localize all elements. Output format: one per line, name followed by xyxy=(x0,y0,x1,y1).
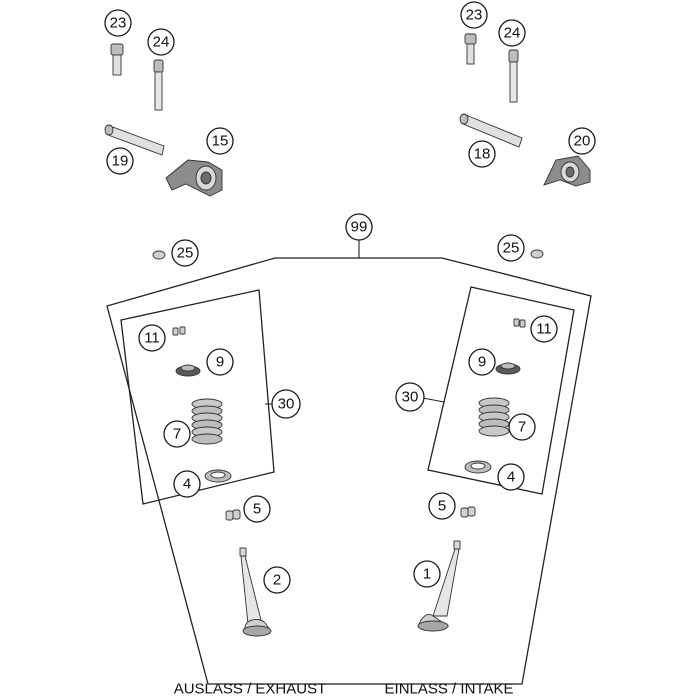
callout-19: 19 xyxy=(106,147,134,175)
callout-30-right: 30 xyxy=(395,382,425,412)
spring-retainer-part-right xyxy=(495,362,521,375)
svg-text:18: 18 xyxy=(474,146,491,163)
svg-text:23: 23 xyxy=(110,15,127,32)
intake-valve-part xyxy=(417,540,461,632)
subassembly-30-frame-right xyxy=(427,286,575,495)
callout-15: 15 xyxy=(206,127,234,155)
callout-7-left: 7 xyxy=(163,420,191,448)
svg-text:4: 4 xyxy=(507,469,515,486)
callout-24-right: 24 xyxy=(498,19,526,47)
callout-18: 18 xyxy=(468,140,496,168)
svg-text:9: 9 xyxy=(478,354,486,371)
svg-text:2: 2 xyxy=(273,572,281,589)
svg-text:25: 25 xyxy=(177,245,194,262)
svg-text:9: 9 xyxy=(216,354,224,371)
rocker-arm-part-right xyxy=(543,155,591,187)
pin-part-left xyxy=(153,59,164,111)
pin-part-right xyxy=(508,49,519,103)
callout-9-right: 9 xyxy=(468,348,496,376)
shim-part-left xyxy=(152,250,166,260)
valve-spring-part-left xyxy=(191,398,223,445)
svg-text:24: 24 xyxy=(504,25,521,42)
rocker-shaft-part-right xyxy=(459,113,523,148)
assembly-99-frame xyxy=(106,257,592,685)
svg-text:30: 30 xyxy=(402,389,419,406)
svg-text:5: 5 xyxy=(438,498,446,515)
callout-4-right: 4 xyxy=(497,463,525,491)
caption-intake: EINLASS / INTAKE xyxy=(385,681,514,698)
spring-retainer-part-left xyxy=(175,364,201,377)
valve-keeper-part-right xyxy=(513,318,526,328)
rocker-arm-part-left xyxy=(165,159,223,197)
callout-9-left: 9 xyxy=(206,348,234,376)
svg-text:24: 24 xyxy=(153,34,170,51)
callout-25-left: 25 xyxy=(171,239,199,267)
callout-11-right: 11 xyxy=(530,315,558,343)
callout-23-right: 23 xyxy=(460,1,488,29)
subassembly-30-frame-left xyxy=(120,289,275,505)
exhaust-valve-part xyxy=(239,547,272,637)
callout-25-right: 25 xyxy=(497,234,525,262)
callout-30-left: 30 xyxy=(271,389,301,419)
caption-exhaust: AUSLASS / EXHAUST xyxy=(174,681,327,698)
svg-text:19: 19 xyxy=(112,153,129,170)
svg-text:5: 5 xyxy=(253,501,261,518)
callout-5-left: 5 xyxy=(243,495,271,523)
svg-text:4: 4 xyxy=(183,476,191,493)
callout-23-left: 23 xyxy=(104,9,132,37)
spring-seat-part-right xyxy=(464,460,492,474)
bolt-part-right xyxy=(464,33,477,65)
callout-99: 99 xyxy=(345,213,373,241)
svg-text:11: 11 xyxy=(144,330,160,347)
callout-1: 1 xyxy=(413,560,441,588)
svg-text:11: 11 xyxy=(536,321,552,338)
svg-text:20: 20 xyxy=(574,133,591,150)
callout-4-left: 4 xyxy=(173,470,201,498)
svg-text:99: 99 xyxy=(351,219,368,236)
svg-text:15: 15 xyxy=(212,133,229,150)
svg-text:23: 23 xyxy=(466,7,483,24)
callout-2: 2 xyxy=(263,566,291,594)
valve-spring-part-right xyxy=(478,397,510,437)
svg-text:7: 7 xyxy=(518,419,526,436)
callout-7-right: 7 xyxy=(508,413,536,441)
callout-20: 20 xyxy=(568,127,596,155)
shim-part-right xyxy=(530,249,544,259)
svg-text:1: 1 xyxy=(423,566,431,583)
valve-keeper-part-left xyxy=(172,326,186,336)
valve-stem-seal-part-right xyxy=(460,506,476,518)
callout-5-right: 5 xyxy=(428,492,456,520)
callout-24-left: 24 xyxy=(147,28,175,56)
spring-seat-part-left xyxy=(204,469,232,483)
svg-text:7: 7 xyxy=(173,426,181,443)
svg-text:25: 25 xyxy=(503,240,520,257)
bolt-part-left xyxy=(110,43,124,76)
subassembly-30-leader-right xyxy=(422,397,445,403)
svg-text:30: 30 xyxy=(278,396,295,413)
callout-11-left: 11 xyxy=(138,324,166,352)
rocker-shaft-part-left xyxy=(104,124,165,156)
valve-stem-seal-part-left xyxy=(225,509,241,521)
